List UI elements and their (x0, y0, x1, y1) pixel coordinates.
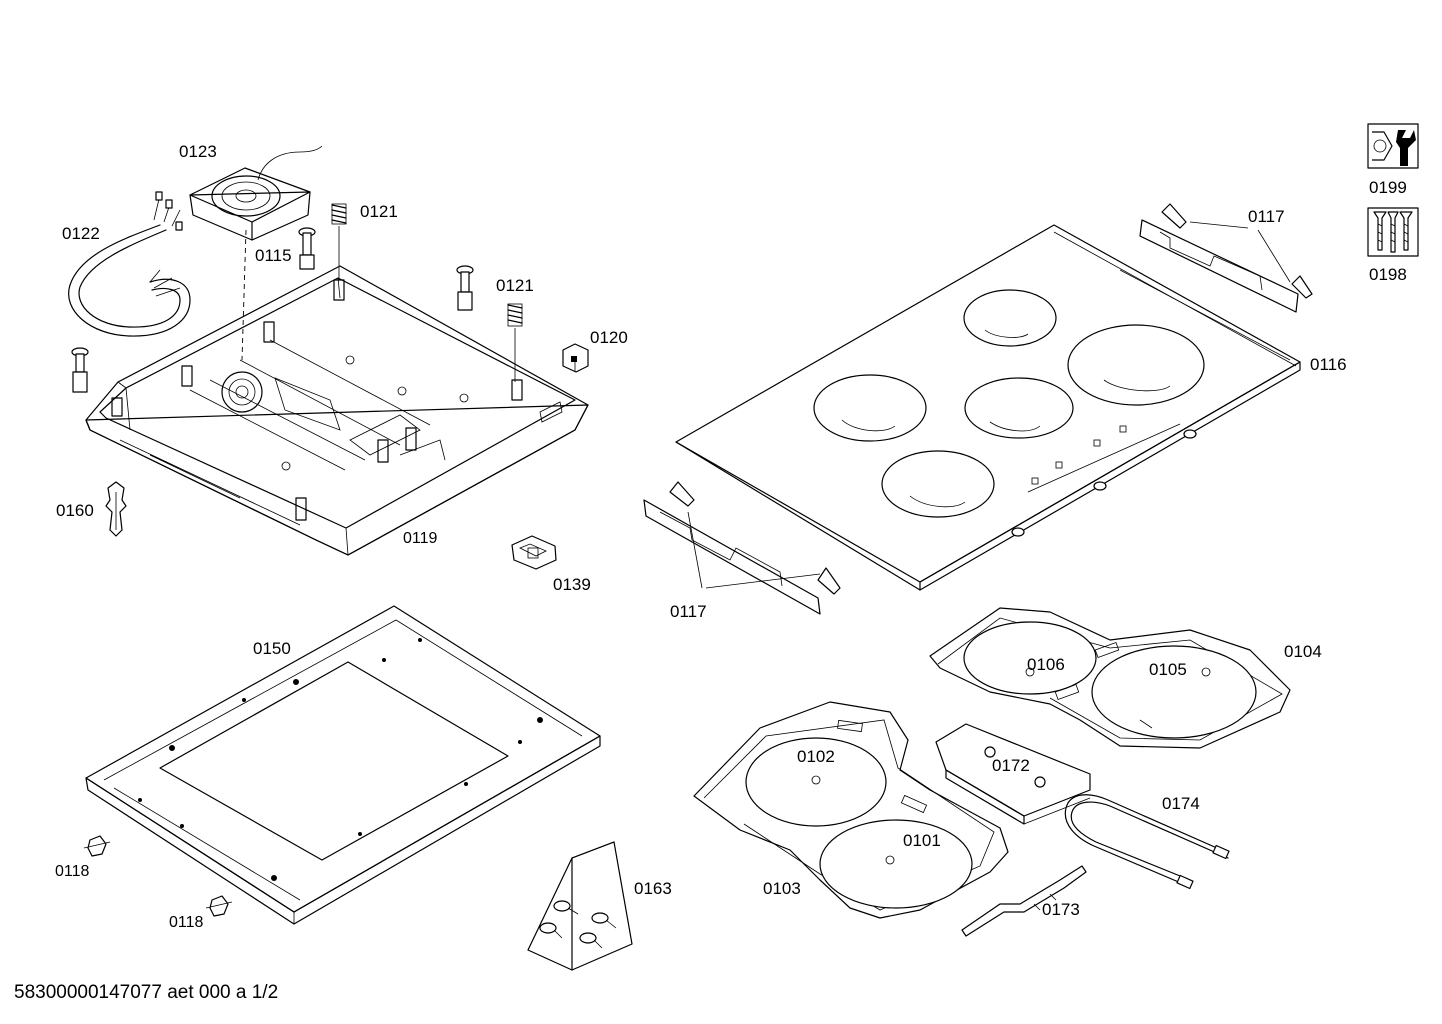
part-label-0123: 0123 (179, 142, 217, 161)
part-label-0121a: 0121 (360, 202, 398, 221)
part-label-0163: 0163 (634, 879, 672, 898)
coil-plate-0103 (693, 701, 1009, 919)
part-label-0120: 0120 (590, 328, 628, 347)
document-footer: 58300000147077 aet 000 a 1/2 (14, 982, 279, 1003)
coil-plate-0104 (929, 607, 1291, 749)
cable-0122 (68, 191, 191, 337)
mounting-bracket-0117-top (1139, 203, 1313, 313)
clip-0160 (105, 481, 127, 537)
part-label-0173: 0173 (1042, 900, 1080, 919)
part-label-0105: 0105 (1149, 660, 1187, 679)
part-label-0198: 0198 (1369, 265, 1407, 284)
part-label-0101: 0101 (903, 831, 941, 850)
part-label-0172: 0172 (992, 756, 1030, 775)
bracket-0139 (511, 535, 557, 570)
spring-0121b (507, 303, 523, 382)
housing-tray-0119 (85, 265, 589, 556)
heater-element-0174 (1064, 794, 1230, 890)
screw-bag-0163 (527, 841, 633, 971)
part-label-0122: 0122 (62, 224, 100, 243)
part-label-0104: 0104 (1284, 642, 1322, 661)
clip-0120 (562, 343, 589, 373)
part-label-0160: 0160 (56, 501, 94, 520)
part-label-0117a: 0117 (1248, 207, 1285, 226)
part-label-0174: 0174 (1162, 794, 1200, 813)
part-label-0119: 0119 (403, 530, 438, 547)
part-label-0103: 0103 (763, 879, 801, 898)
strap-0173 (961, 865, 1087, 937)
part-label-0102: 0102 (797, 747, 835, 766)
screws-icon (1367, 207, 1419, 257)
part-label-0116: 0116 (1310, 355, 1347, 374)
clip-0118a (83, 835, 111, 857)
part-label-0121b: 0121 (496, 276, 534, 295)
tools-icon (1367, 123, 1419, 169)
foot-left (71, 347, 89, 393)
part-label-0118b: 0118 (169, 914, 204, 931)
clip-0118b (205, 895, 233, 917)
foot-right (456, 265, 474, 311)
part-label-0150: 0150 (253, 639, 291, 658)
mounting-bracket-0117-bottom (643, 481, 841, 615)
part-label-0139: 0139 (553, 575, 591, 594)
board-0172 (935, 723, 1091, 825)
leader-lines (1139, 719, 1153, 729)
fan-0123 (189, 145, 323, 361)
glass-cooktop-0116 (675, 224, 1301, 591)
frame-0150 (85, 605, 601, 925)
part-label-0199: 0199 (1369, 178, 1407, 197)
part-label-0115: 0115 (255, 246, 292, 265)
part-label-0117b: 0117 (670, 602, 707, 621)
foot-0115 (298, 227, 316, 270)
spring-0121a (331, 203, 347, 280)
part-label-0118a: 0118 (55, 863, 90, 880)
part-label-0106: 0106 (1027, 655, 1065, 674)
